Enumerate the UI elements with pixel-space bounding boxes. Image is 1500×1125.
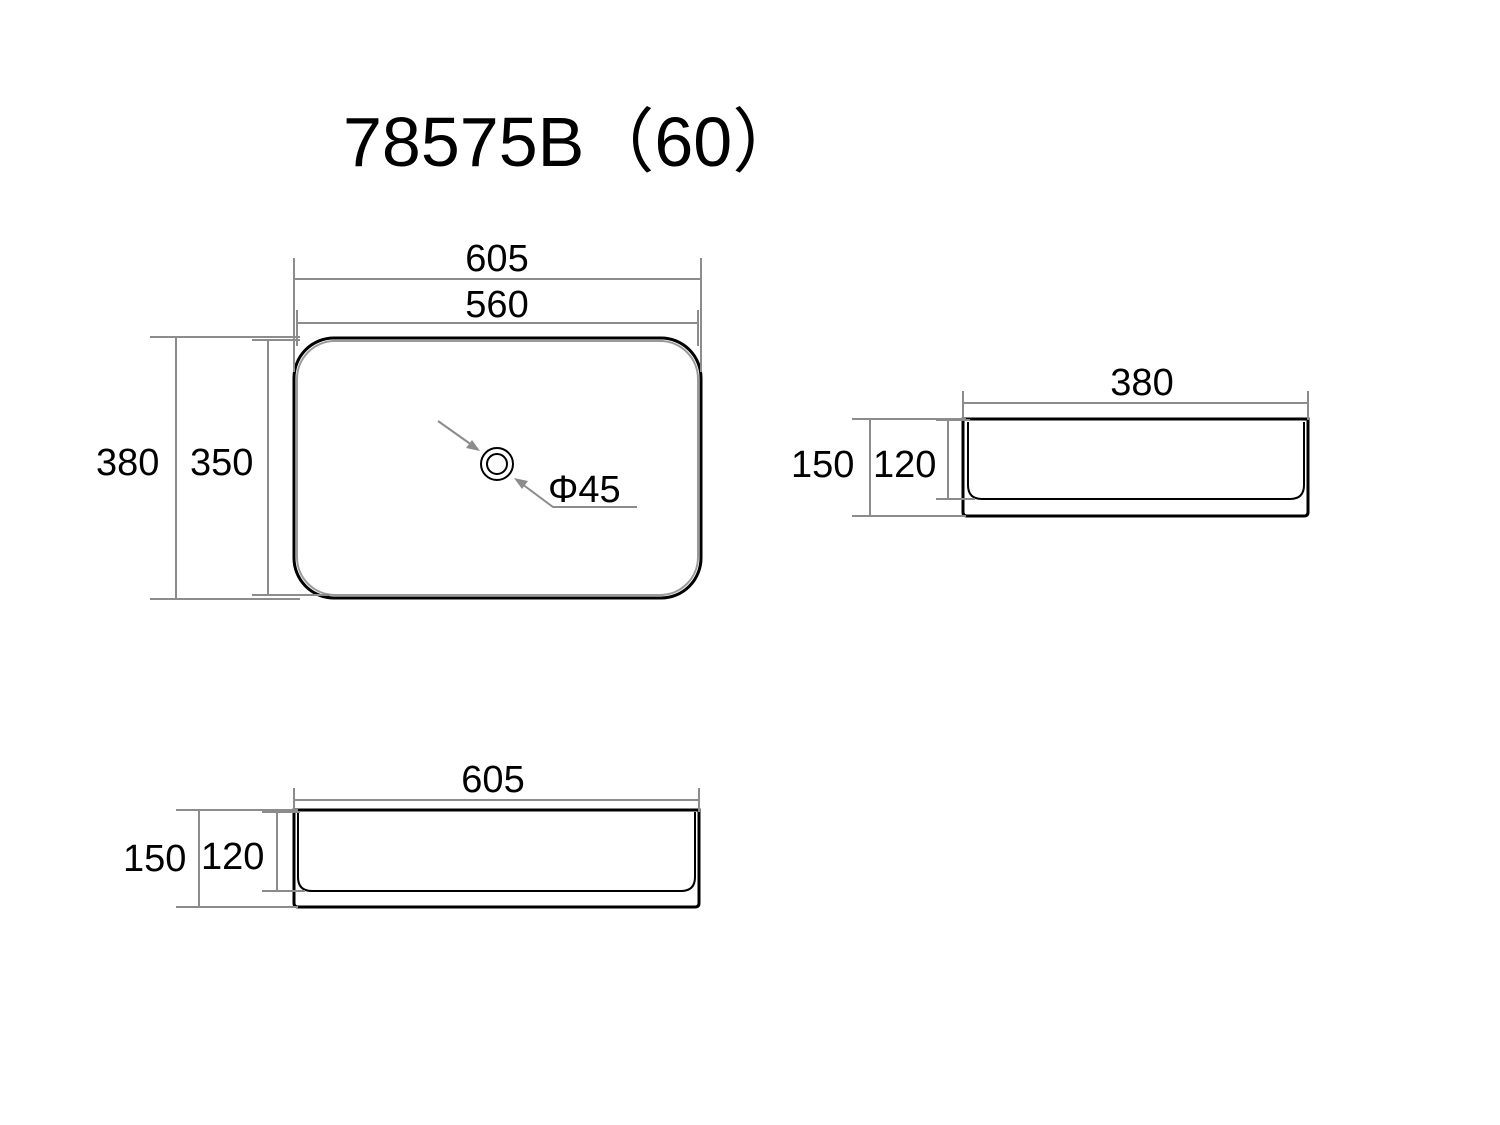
side-width-label: 380 bbox=[1110, 362, 1173, 404]
dim-inner-depth-label: 350 bbox=[190, 442, 253, 484]
dim-overall-depth-label: 380 bbox=[96, 442, 159, 484]
front-overall-height-label: 150 bbox=[123, 838, 186, 880]
front-bowl-outline bbox=[297, 812, 696, 892]
side-body-outline bbox=[961, 417, 1310, 518]
model-title: 78575B（60） bbox=[343, 103, 802, 181]
side-bowl-outline bbox=[967, 422, 1305, 500]
drain-arrowhead-lower bbox=[514, 478, 528, 489]
side-overall-height-label: 150 bbox=[791, 444, 854, 486]
front-body-outline bbox=[292, 808, 701, 909]
dim-inner-width-label: 560 bbox=[465, 284, 528, 326]
basin-top-inner-outline bbox=[296, 340, 699, 596]
front-inner-height-label: 120 bbox=[201, 836, 264, 878]
side-view: 380 150 120 bbox=[791, 362, 1310, 518]
drain-outer-ring bbox=[480, 447, 514, 481]
drain-leader-arrow-lower bbox=[517, 480, 637, 508]
dim-overall-width-label: 605 bbox=[465, 238, 528, 280]
top-view: 605 560 380 350 Φ45 bbox=[96, 238, 703, 600]
front-width-label: 605 bbox=[461, 759, 524, 801]
drain-arrowhead-upper bbox=[466, 440, 480, 451]
basin-top-outline bbox=[292, 336, 703, 600]
front-view: 605 150 120 bbox=[123, 759, 701, 909]
side-inner-height-label: 120 bbox=[873, 444, 936, 486]
drain-diameter-label: Φ45 bbox=[548, 469, 621, 511]
drain-inner-ring bbox=[486, 453, 508, 475]
